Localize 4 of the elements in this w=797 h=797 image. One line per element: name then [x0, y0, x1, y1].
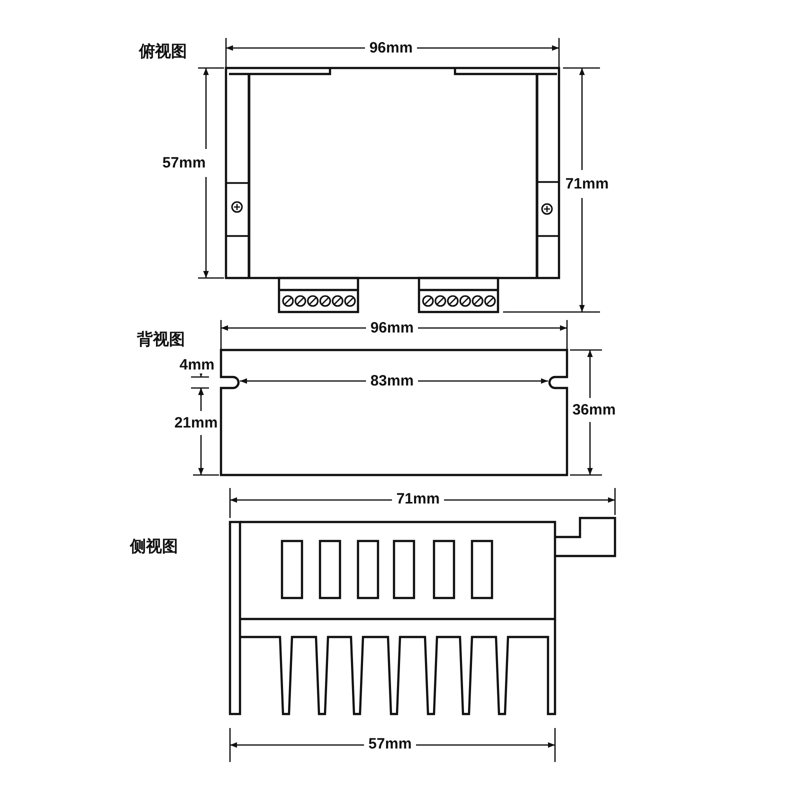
- dimension-label: 4mm: [177, 356, 217, 374]
- view-title: 侧视图: [128, 538, 180, 556]
- view-title: 俯视图: [137, 44, 189, 60]
- view-title: 背视图: [135, 332, 187, 348]
